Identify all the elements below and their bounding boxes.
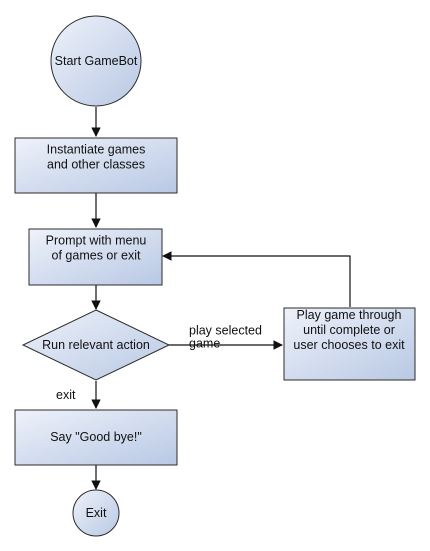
prompt-box (28, 228, 163, 286)
instantiate-label-line-2: and other classes (47, 158, 145, 172)
start-label: Start GameBot (55, 54, 138, 68)
decision-label: Run relevant action (42, 338, 150, 352)
prompt-label-line-1: Prompt with menu (46, 234, 147, 248)
node-exit: Exit (72, 489, 120, 537)
decision-label-line-1: Run relevant action (42, 338, 150, 352)
goodbye-label: Say "Good bye!" (50, 430, 142, 444)
goodbye-box (14, 409, 178, 466)
goodbye-label-line-1: Say "Good bye!" (50, 430, 142, 444)
node-decision: Run relevant action (21, 309, 171, 381)
instantiate-label-line-1: Instantiate games (47, 143, 146, 157)
edge-label-exit-line-1: exit (56, 388, 76, 402)
edges (91, 107, 351, 490)
edge-label-play-selected-line-2: game (189, 337, 220, 351)
play-label-line-1: Play game through (297, 308, 402, 322)
prompt-label-line-2: of games or exit (52, 249, 141, 263)
instantiate-box (14, 137, 178, 194)
exit-label: Exit (86, 506, 107, 520)
decision-diamond (21, 309, 171, 381)
edge-label-play-selected-line-1: play selected (189, 324, 262, 338)
exit-label-line-1: Exit (86, 506, 107, 520)
play-label-line-2: until complete or (303, 323, 395, 337)
start-label-line-1: Start GameBot (55, 54, 138, 68)
node-goodbye: Say "Good bye!" (14, 409, 178, 466)
node-start: Start GameBot (50, 15, 142, 107)
exit-circle (72, 489, 120, 537)
start-circle (50, 15, 142, 107)
play-label-line-3: user chooses to exit (293, 338, 405, 352)
play-box (283, 307, 416, 381)
edge-play-back-to-prompt (162, 251, 351, 307)
edge-label-exit: exit (56, 388, 76, 402)
